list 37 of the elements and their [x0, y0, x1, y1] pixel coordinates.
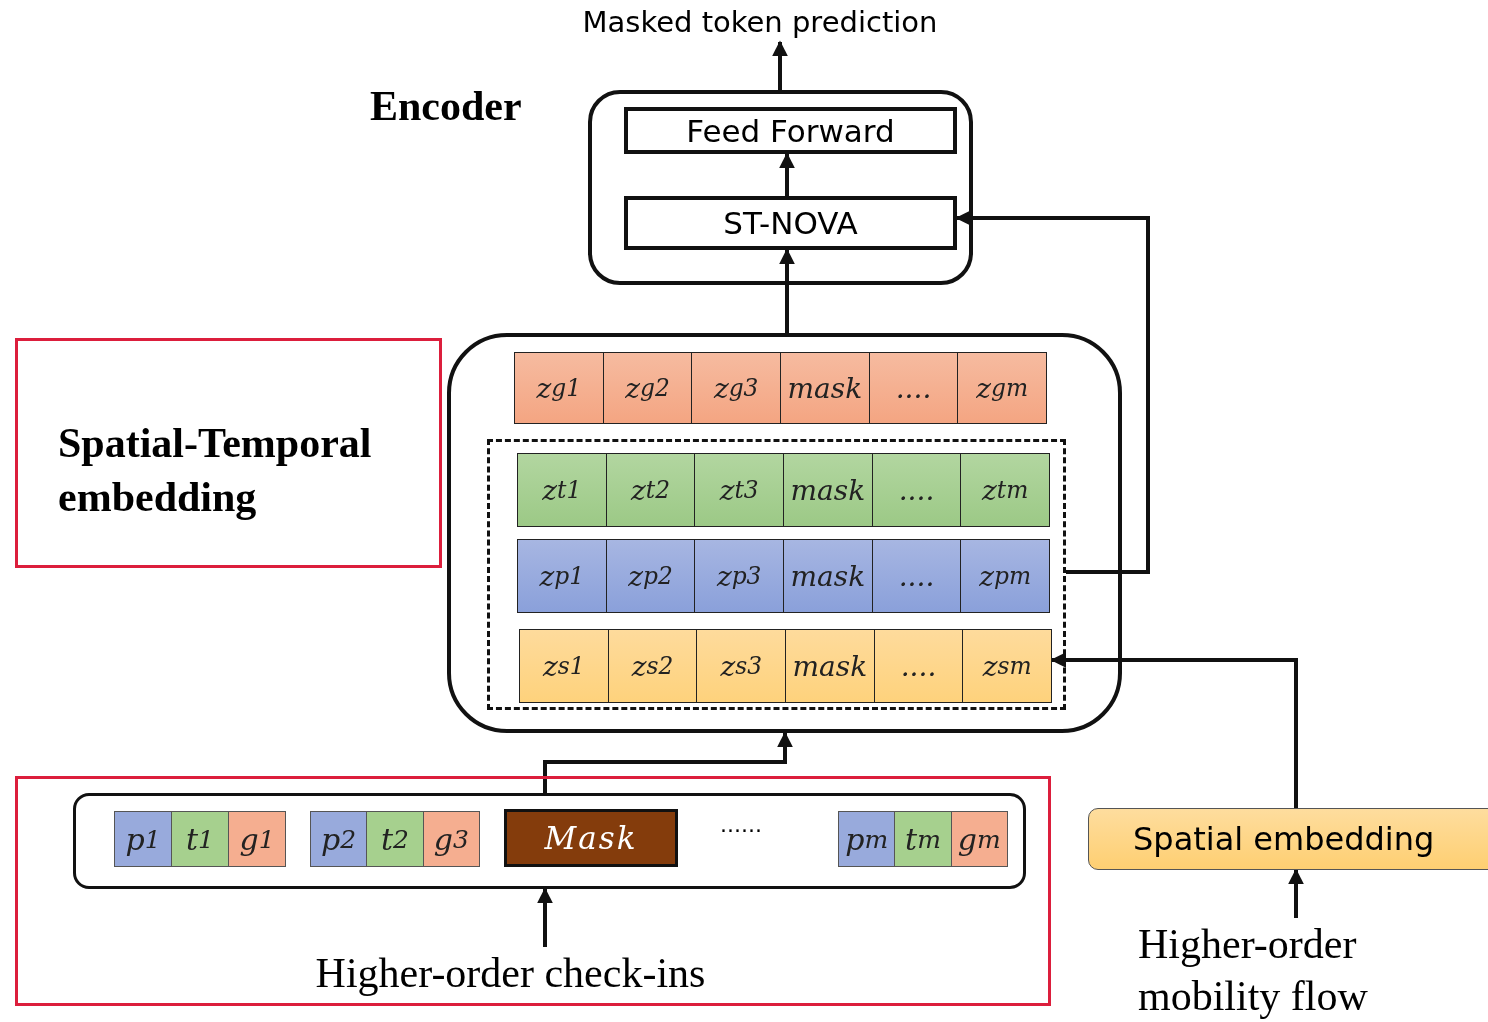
embedding-cell: .... [872, 454, 962, 526]
input-text: Higher-order check-ins [258, 947, 763, 999]
embedding-cell: .... [874, 630, 964, 702]
dashed-group-box [487, 439, 1066, 710]
arrow [543, 731, 793, 793]
mask-token: Mask [504, 809, 678, 867]
embedding-cell: mask [784, 540, 873, 612]
embedding-row [517, 539, 1050, 613]
embedding-cell: mask [786, 630, 875, 702]
token-triplet [838, 811, 1008, 867]
highlight-frame [15, 338, 442, 568]
process-box: Feed Forward [624, 107, 957, 154]
sequence-box [73, 793, 1026, 889]
embedding-row [517, 453, 1050, 527]
spatial-embedding-box: Spatial embedding [1088, 808, 1488, 870]
input-text: Higher-order mobility flow [1138, 918, 1478, 1022]
embedding-cell: .... [872, 540, 962, 612]
embedding-cell: mask [784, 454, 873, 526]
highlight-frame [15, 776, 1051, 1006]
ellipsis-text: ...... [720, 812, 762, 837]
arrow [779, 152, 795, 196]
embedding-row [519, 629, 1052, 703]
embedding-cell: .... [869, 353, 959, 423]
token-triplet [114, 811, 286, 867]
arrow [1050, 652, 1298, 808]
output-text: Masked token prediction [530, 2, 990, 42]
arrow [779, 248, 795, 333]
block-heading: Encoder [370, 82, 522, 130]
section-title: Spatial-Temporal embedding [58, 419, 373, 522]
arrow [537, 887, 553, 947]
embedding-cell: mask [781, 353, 870, 423]
token-triplet [310, 811, 480, 867]
process-box: ST-NOVA [624, 196, 957, 250]
embedding-container [447, 333, 1122, 733]
embedding-row [514, 352, 1047, 424]
arrow [1288, 868, 1304, 918]
arrow [772, 40, 788, 90]
